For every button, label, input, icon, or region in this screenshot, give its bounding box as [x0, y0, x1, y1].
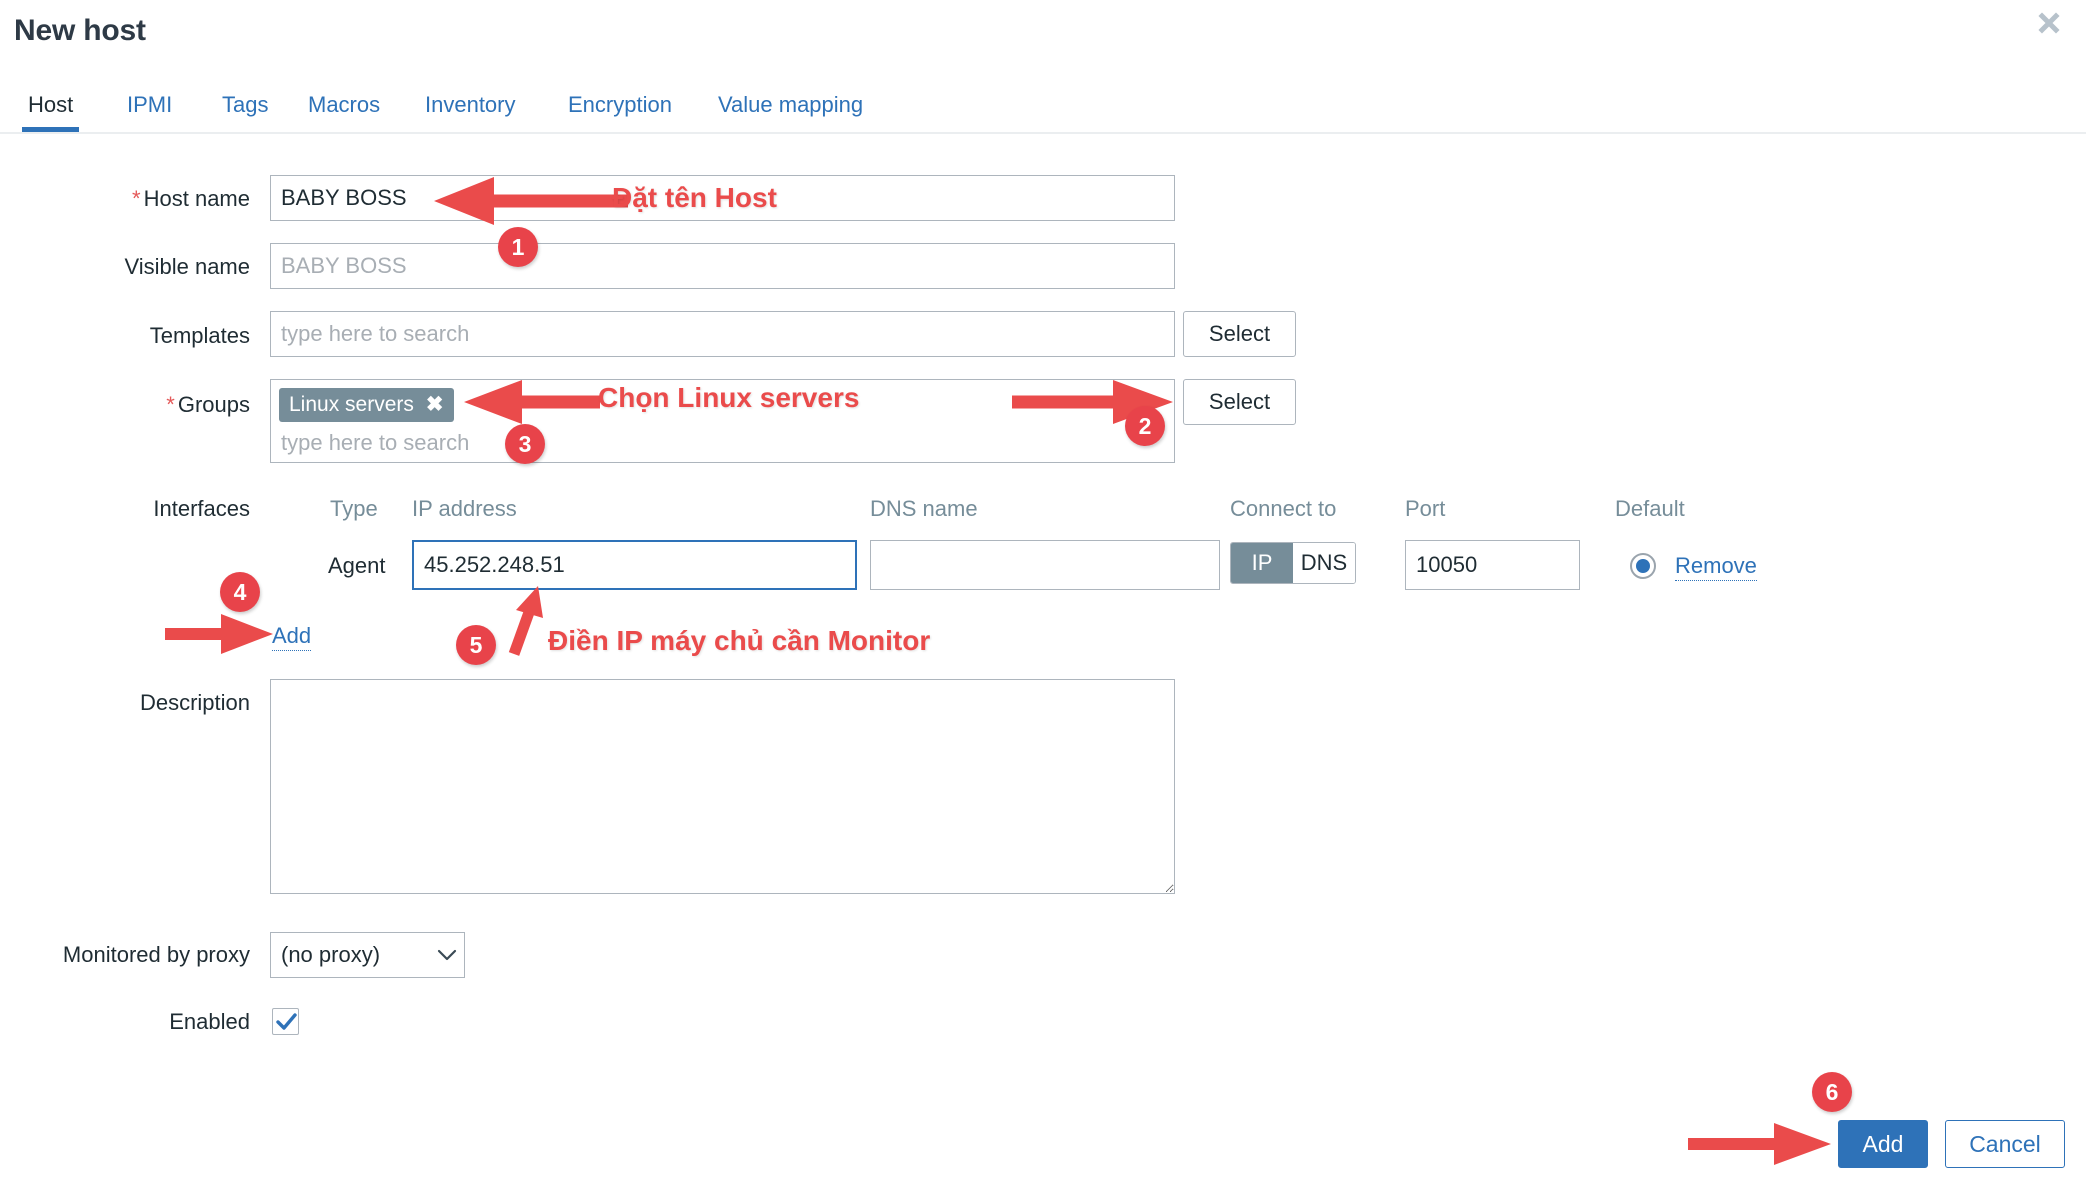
tab-ipmi[interactable]: IPMI [127, 92, 173, 117]
annotation-text-3: Chọn Linux servers [598, 382, 860, 413]
annotation-arrow-4 [165, 614, 273, 654]
tab-macros[interactable]: Macros [308, 92, 381, 117]
connect-to-toggle[interactable]: IP DNS [1230, 542, 1356, 584]
interfaces-column-ip: IP address [412, 496, 517, 521]
interface-port-input[interactable] [1405, 540, 1580, 590]
annotation-badge-1: 1 [498, 227, 538, 267]
check-icon [276, 1013, 297, 1030]
description-label: Description [139, 690, 250, 715]
tab-encryption[interactable]: Encryption [568, 92, 672, 117]
required-asterisk: * [166, 392, 175, 417]
annotation-arrow-1 [434, 177, 628, 225]
host-name-label: *Host name [20, 186, 250, 212]
interfaces-column-default: Default [1615, 496, 1685, 521]
groups-label: *Groups [20, 392, 250, 418]
group-chip-label: Linux servers [289, 392, 414, 416]
annotation-badge-6: 6 [1812, 1072, 1852, 1112]
host-name-label-text: Host name [143, 186, 250, 211]
annotation-arrow-3 [464, 380, 600, 424]
connect-to-ip-option[interactable]: IP [1231, 543, 1293, 583]
cancel-button[interactable]: Cancel [1945, 1120, 2065, 1168]
interfaces-column-type: Type [330, 496, 378, 521]
templates-input[interactable] [270, 311, 1175, 357]
interface-remove-link[interactable]: Remove [1675, 553, 1757, 581]
monitored-by-proxy-label: Monitored by proxy [62, 942, 250, 967]
interfaces-column-dns: DNS name [870, 496, 978, 521]
close-icon[interactable] [2032, 6, 2066, 40]
annotation-badge-3: 3 [505, 424, 545, 464]
connect-to-dns-option[interactable]: DNS [1293, 543, 1355, 583]
interface-ip-input[interactable] [412, 540, 857, 590]
enabled-label: Enabled [169, 1009, 250, 1034]
enabled-checkbox[interactable] [272, 1008, 299, 1035]
interfaces-column-port: Port [1405, 496, 1446, 521]
annotation-arrow-5 [508, 586, 543, 656]
description-textarea[interactable] [270, 679, 1175, 894]
chevron-down-icon [430, 949, 464, 962]
templates-select-button[interactable]: Select [1183, 311, 1296, 357]
group-chip: Linux servers ✖ [279, 388, 454, 422]
groups-multiselect[interactable]: Linux servers ✖ type here to search [270, 379, 1175, 463]
interfaces-label: Interfaces [153, 496, 250, 521]
groups-select-button[interactable]: Select [1183, 379, 1296, 425]
interface-add-link[interactable]: Add [272, 623, 312, 651]
tab-bar: Host IPMI Tags Macros Inventory Encrypti… [0, 88, 2086, 134]
close-icon[interactable]: ✖ [425, 393, 444, 416]
groups-search-placeholder[interactable]: type here to search [281, 430, 470, 455]
interface-type-value: Agent [328, 553, 386, 578]
tab-host[interactable]: Host [21, 88, 80, 132]
templates-label: Templates [149, 323, 250, 348]
required-asterisk: * [132, 186, 141, 211]
monitored-by-proxy-value: (no proxy) [281, 942, 381, 967]
groups-label-text: Groups [177, 392, 250, 417]
annotation-badge-4: 4 [220, 572, 260, 612]
visible-name-label: Visible name [124, 254, 250, 279]
monitored-by-proxy-select[interactable]: (no proxy) [270, 932, 465, 978]
page-title: New host [14, 14, 146, 47]
add-button[interactable]: Add [1838, 1120, 1928, 1168]
tab-value-mapping[interactable]: Value mapping [718, 92, 864, 117]
annotation-text-1: Đặt tên Host [612, 182, 777, 213]
visible-name-input[interactable] [270, 243, 1175, 289]
annotation-text-5: Điền IP máy chủ cần Monitor [548, 625, 931, 656]
interface-dns-input[interactable] [870, 540, 1220, 590]
interfaces-column-connect-to: Connect to [1230, 496, 1337, 521]
tab-inventory[interactable]: Inventory [425, 92, 516, 117]
annotation-arrow-6 [1688, 1123, 1831, 1165]
interface-default-radio[interactable] [1630, 553, 1656, 579]
host-name-input[interactable] [270, 175, 1175, 221]
tab-tags[interactable]: Tags [222, 92, 269, 117]
annotation-badge-2: 2 [1125, 406, 1165, 446]
annotation-badge-5: 5 [456, 625, 496, 665]
